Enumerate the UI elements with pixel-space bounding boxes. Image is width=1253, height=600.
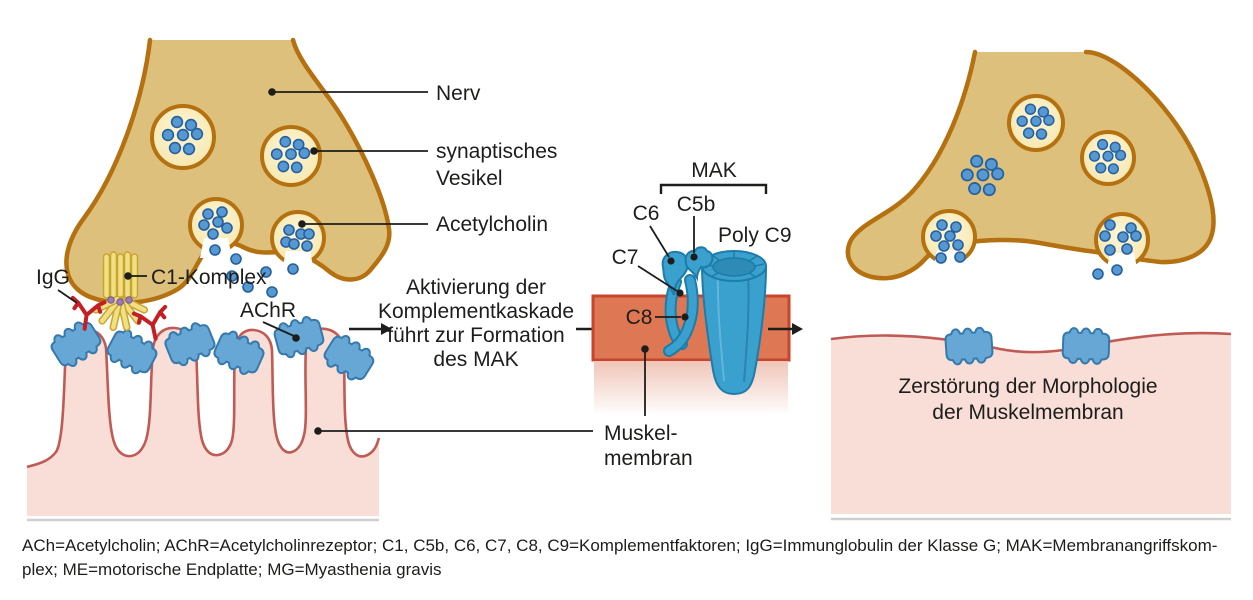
activation-line2: Komplementkaskade (378, 300, 574, 323)
label-c5b: C5b (677, 193, 716, 216)
nerve-terminal-left (64, 37, 392, 306)
label-c7: C7 (612, 246, 639, 269)
label-poly-c9: Poly C9 (718, 224, 792, 247)
c1-complex (91, 251, 149, 331)
label-synaptic-vesicle-line2: Vesikel (436, 167, 503, 190)
middle-panel: Aktivierung der Komplementkaskade führt … (314, 159, 803, 470)
label-destruction-line2: der Muskelmembran (932, 401, 1123, 424)
left-panel-labels: Nerv synaptisches Vesikel Acetylcholin I… (36, 82, 557, 342)
nerve-membrane-outline (64, 37, 392, 306)
label-destruction-line1: Zerstörung der Morphologie (898, 375, 1157, 398)
label-c6: C6 (633, 202, 660, 225)
membrane-gradient (594, 361, 788, 413)
synaptic-vesicle (1080, 130, 1136, 186)
nerve-membrane-outline (845, 49, 1216, 281)
muscle-body (831, 333, 1231, 514)
muscle-endplate-left (26, 313, 381, 522)
label-muscle-membrane-line1: Muskel- (604, 422, 678, 445)
label-c1-complex: C1-Komplex (151, 266, 267, 289)
muscle-membrane-label: Muskel- membran (314, 345, 693, 470)
label-c8: C8 (626, 306, 653, 329)
fusing-vesicle (921, 209, 977, 270)
muscle-membrane-line (26, 326, 381, 469)
mak-bracket (659, 183, 768, 194)
activation-line1: Aktivierung der (406, 276, 546, 299)
caption-line2: plex; ME=motorische Endplatte; MG=Myasth… (22, 560, 442, 579)
mak-complex (661, 246, 768, 396)
label-igg: IgG (36, 266, 70, 289)
nerve-body (847, 52, 1214, 279)
right-panel: Zerstörung der Morphologie der Muskelmem… (830, 49, 1232, 521)
c1q-heads (107, 296, 133, 306)
synaptic-vesicle (260, 125, 322, 187)
label-synaptic-vesicle-line1: synaptisches (436, 140, 557, 163)
fusing-vesicle (188, 197, 244, 258)
muscle-membrane-line (830, 331, 1232, 354)
mak-labels: MAK C6 C5b Poly C9 C7 C8 (612, 159, 792, 329)
label-acetylcholine: Acetylcholin (436, 213, 548, 236)
c6-molecule (661, 250, 689, 296)
arrow-activation (349, 323, 392, 335)
nerve-terminal-right (845, 49, 1216, 281)
synaptic-vesicle (1007, 94, 1065, 152)
released-acetylcholine-dots (935, 251, 1123, 280)
poly-c9-pore (700, 250, 768, 396)
released-acetylcholine-dots (209, 244, 299, 298)
c7-c8-legs (663, 274, 699, 357)
synaptic-vesicle (150, 104, 216, 170)
activation-line4: des MAK (433, 348, 518, 371)
label-nerve: Nerv (436, 82, 481, 105)
fusing-vesicle (270, 210, 326, 271)
arrow-to-destruction (768, 323, 803, 335)
left-panel: Nerv synaptisches Vesikel Acetylcholin I… (26, 37, 557, 522)
muscle-body (27, 327, 379, 516)
activation-text: Aktivierung der Komplementkaskade führt … (378, 276, 574, 371)
label-muscle-membrane-line2: membran (604, 447, 693, 470)
muscle-destroyed-right: Zerstörung der Morphologie der Muskelmem… (830, 325, 1232, 521)
destruction-text: Zerstörung der Morphologie der Muskelmem… (898, 375, 1157, 424)
label-achr: AChR (240, 299, 296, 322)
caption: ACh=Acetylcholin; AChR=Acetylcholinrezep… (22, 536, 1217, 579)
caption-line1: ACh=Acetylcholin; AChR=Acetylcholinrezep… (22, 536, 1217, 555)
activation-line3: führt zur Formation (387, 324, 564, 347)
label-mak: MAK (691, 159, 737, 182)
fusing-vesicle (1094, 212, 1150, 273)
